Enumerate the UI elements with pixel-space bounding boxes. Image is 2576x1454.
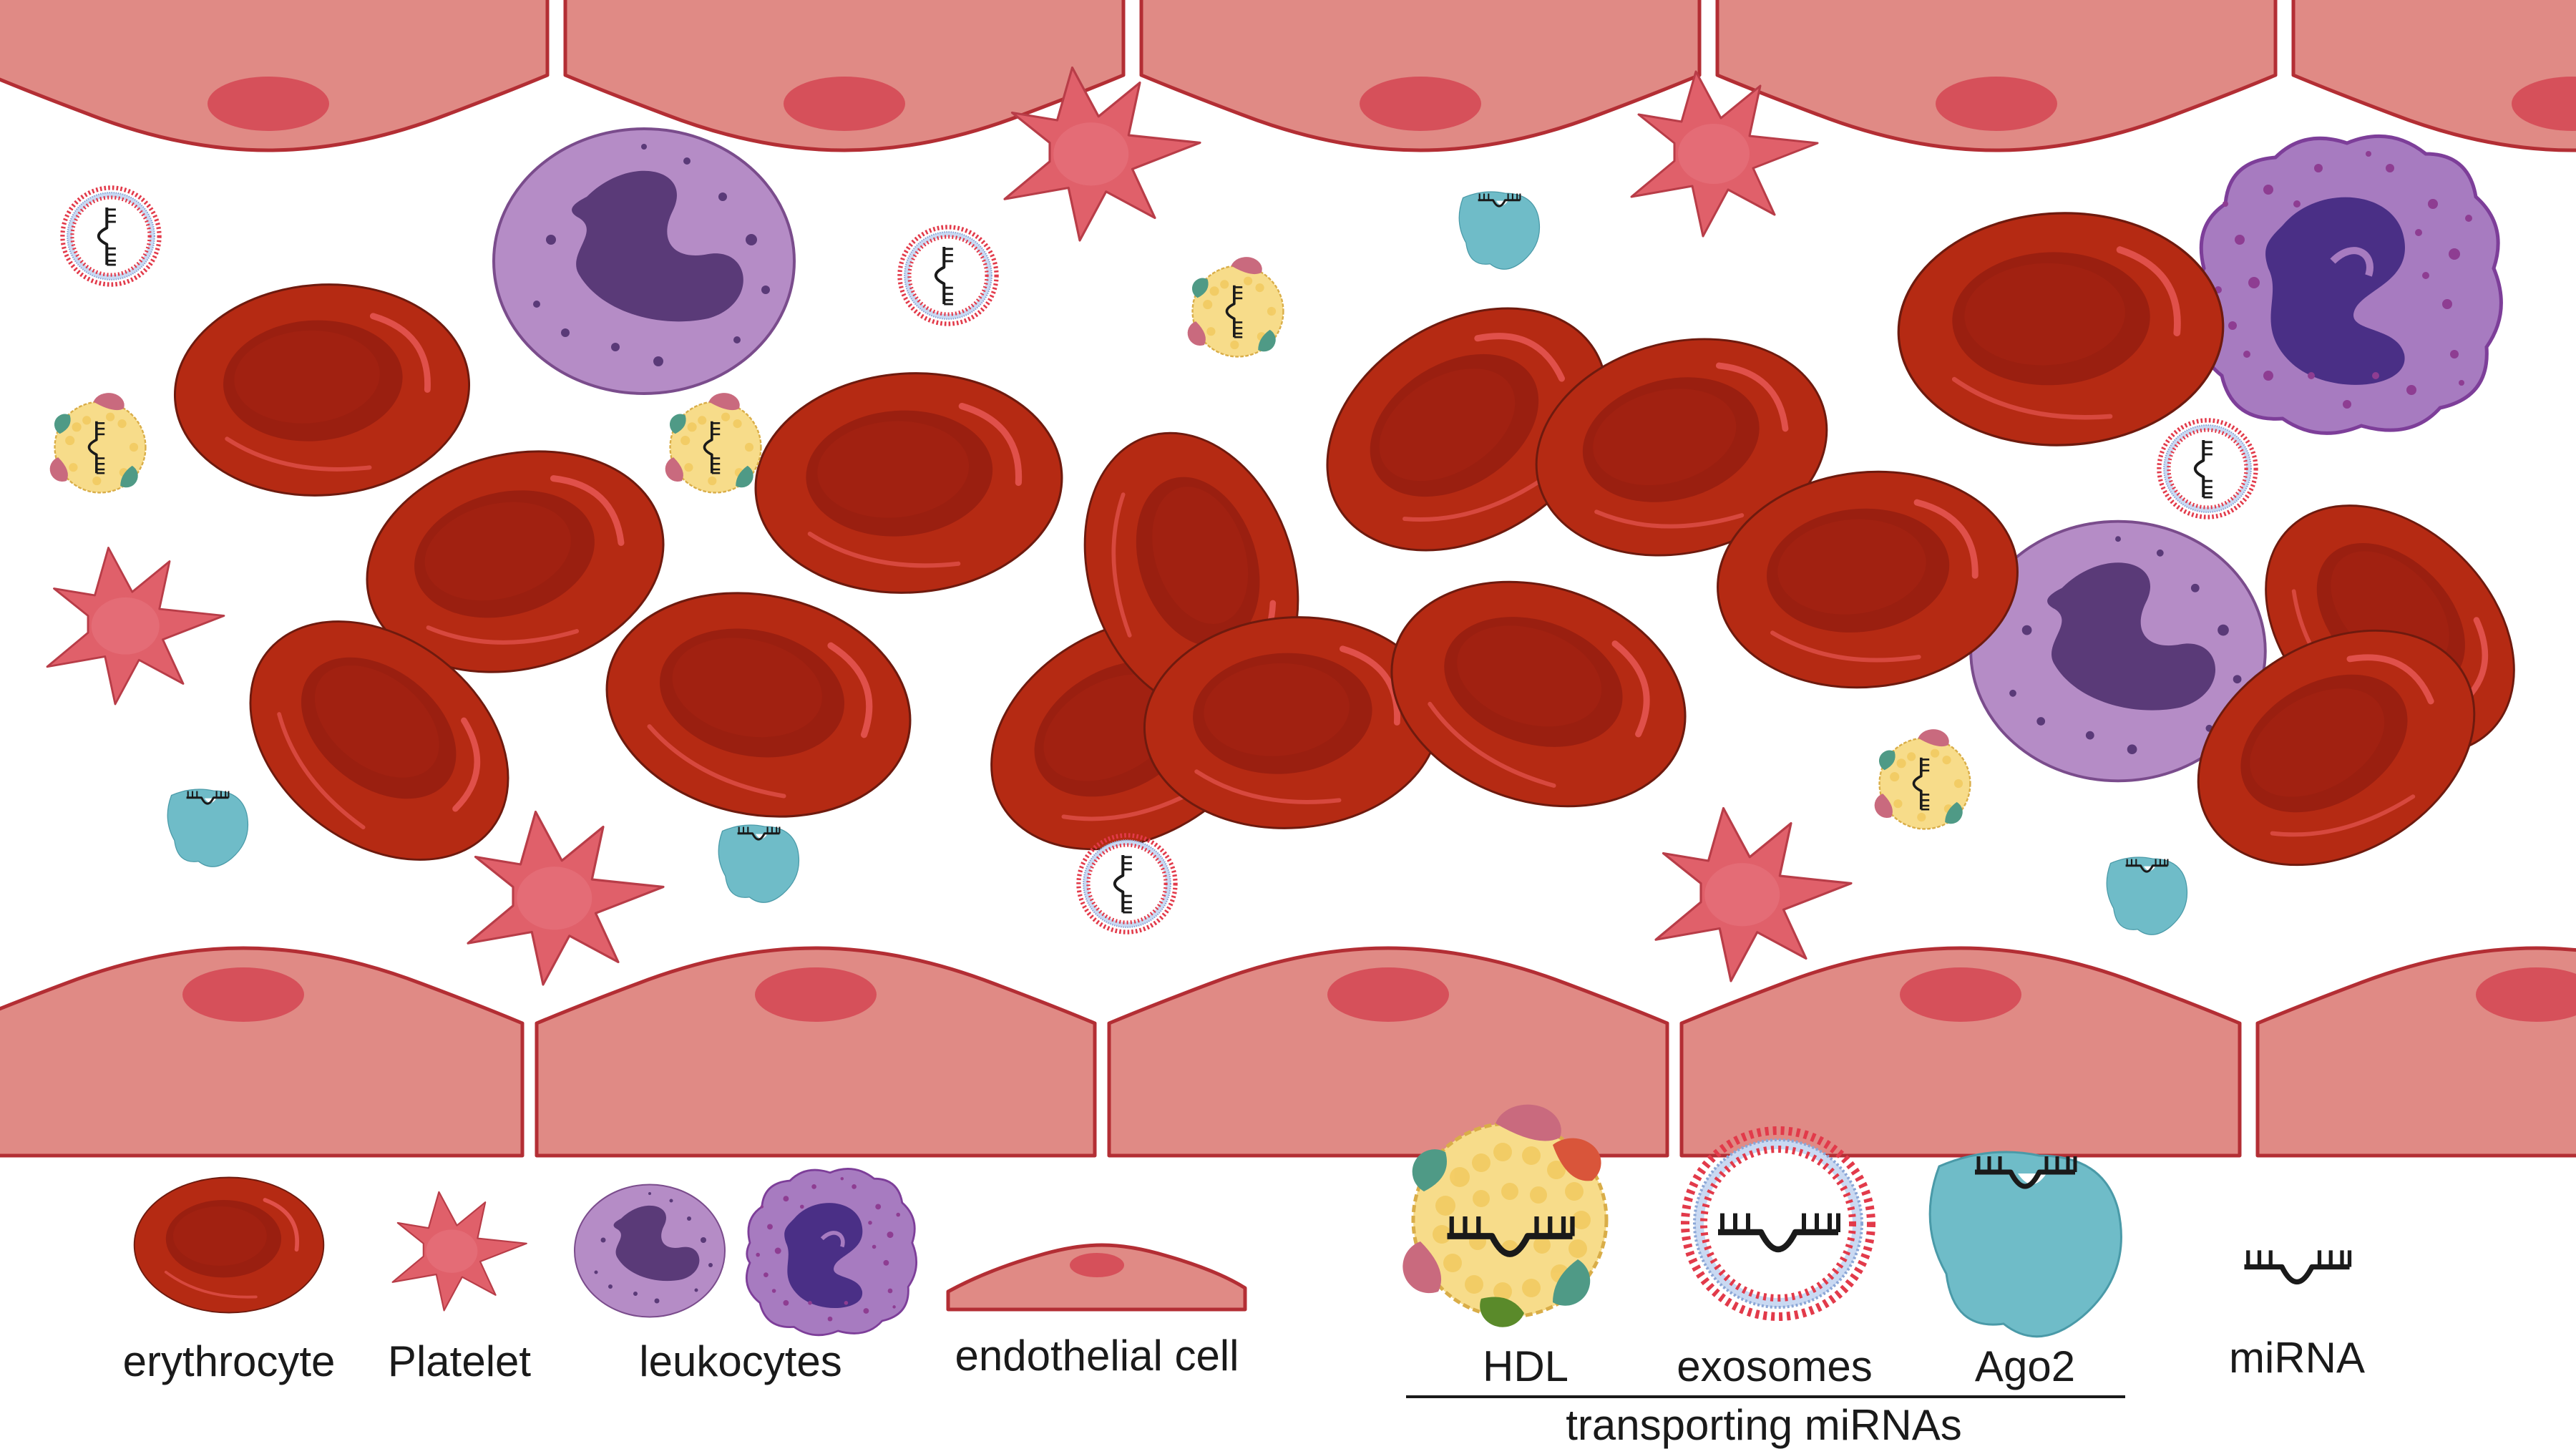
legend-ago2-icon — [1930, 1152, 2121, 1337]
legend-group-divider — [1406, 1395, 2125, 1398]
label-leukocytes: leukocytes — [639, 1337, 842, 1385]
label-endothelial-cell: endothelial cell — [955, 1332, 1239, 1380]
label-erythrocyte: erythrocyte — [122, 1337, 336, 1385]
label-transporting-mirnas: transporting miRNAs — [1566, 1401, 1962, 1449]
vessel-wall-bottom — [0, 948, 2576, 1156]
legend-platelet-icon — [391, 1191, 527, 1312]
legend-leukocyte-icon — [574, 1184, 726, 1318]
label-platelet: Platelet — [387, 1337, 532, 1385]
label-ago2: Ago2 — [1974, 1342, 2076, 1390]
legend-exosome-icon — [1685, 1131, 1871, 1317]
label-hdl: HDL — [1482, 1342, 1569, 1390]
legend-erythrocyte-icon — [135, 1178, 324, 1313]
legend-mirna-icon — [2245, 1250, 2350, 1282]
legend-granulocyte-icon — [746, 1168, 916, 1335]
label-mirna: miRNA — [2229, 1334, 2365, 1382]
legend-endothelial-cell-icon — [946, 1243, 1247, 1312]
label-exosomes: exosomes — [1677, 1342, 1873, 1390]
vessel-wall-top — [0, 0, 2576, 150]
